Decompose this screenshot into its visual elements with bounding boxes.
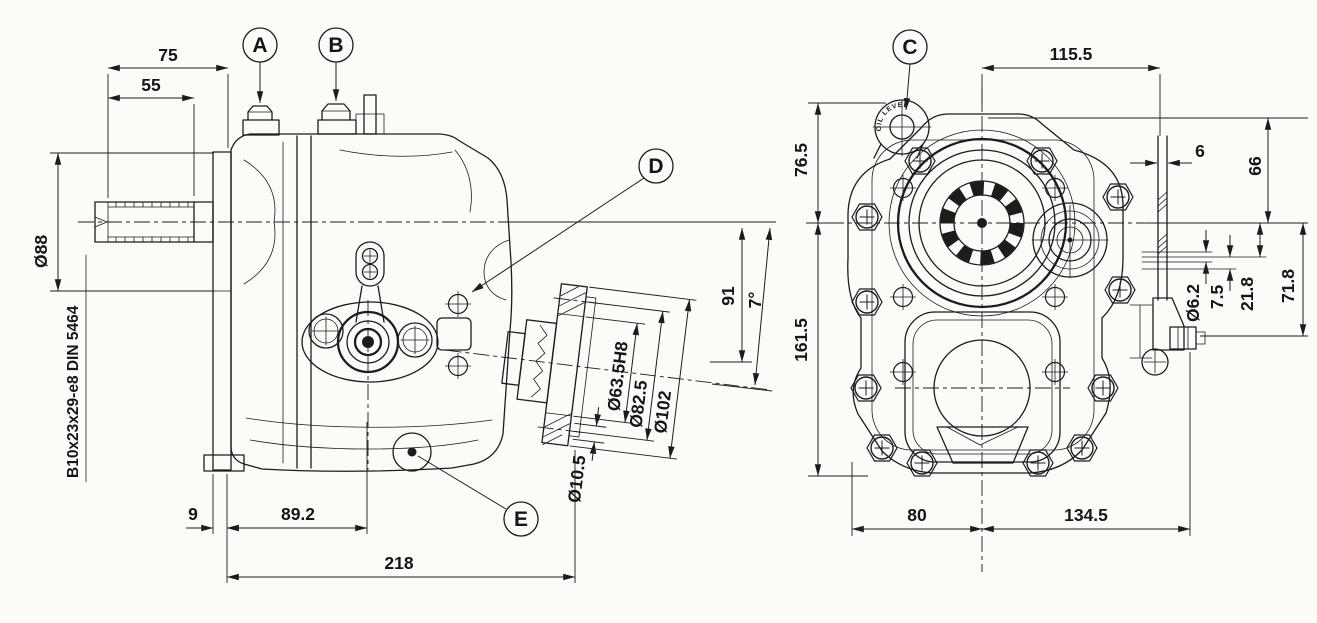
spline-spec-label: B10x23x29-e8 DIN 5464 [65,305,82,478]
dim-bottom-right-width: 134.5 [1064,505,1108,525]
dim-output-angle: 7° [745,292,765,309]
secondary-boss [1032,202,1108,278]
dim-total-left-height: 161.5 [791,318,811,362]
flange-holes [889,174,1069,386]
right-bolt [397,322,433,358]
dim-pin-spacing: 7.5 [1207,285,1227,310]
hex-bolt [866,434,898,462]
dim-shaft-flange-dia: Ø88 [31,235,51,268]
rear-housing [847,113,1124,474]
dim-top-width: 115.5 [1050,44,1093,64]
flange-dimensions: Ø63.5H8 Ø82.5 Ø102 Ø10.5 [564,286,697,504]
rear-dimensions: 115.5 6 66 76.5 161.5 80 134.5 Ø6.2 [791,44,1308,536]
shift-lever-side [1129,135,1267,376]
main-spline-bore [888,129,1076,317]
dim-shaft-length: 75 [158,45,178,65]
rear-view: OIL LEVEL [791,29,1308,572]
dim-top-height: 66 [1245,156,1265,176]
top-bolt-a [242,105,280,136]
hex-bolt [1104,276,1136,304]
dim-housing-offset: 9 [188,504,198,524]
dim-spline-length: 55 [141,75,161,95]
callout-b: B [318,27,354,102]
dim-flange-dia: Ø102 [650,389,675,434]
side-centerlines [78,221,776,470]
casting-contours [243,149,510,450]
hex-bolt [1087,374,1119,402]
dim-shaft-center-distance: 89.2 [281,504,315,524]
dim-pin-offset: 21.8 [1237,277,1257,311]
callout-d-label: D [648,155,663,178]
gear-housing [230,94,513,472]
dim-lever-hole-dia: Ø6.2 [1183,284,1203,322]
callout-d: D [471,148,674,293]
callout-b-label: B [328,34,343,57]
inspection-opening [904,311,1061,463]
shift-lever-assembly [301,241,472,383]
dim-lever-gap: 6 [1195,141,1205,161]
callout-e-label: E [514,508,528,531]
side-view: Ø63.5H8 Ø82.5 Ø102 Ø10.5 75 55 Ø88 B10x2… [31,27,776,583]
hex-bolt [1102,183,1134,211]
callout-c-label: C [902,36,917,59]
dim-flange-hole: Ø10.5 [564,454,590,504]
top-bolt-b [317,103,357,135]
hex-bolt [851,203,883,231]
dim-output-drop: 91 [718,286,738,306]
callout-c: C [892,29,928,111]
mounting-plate [203,151,245,472]
side-dimensions: 75 55 Ø88 B10x23x29-e8 DIN 5464 9 89.2 2… [31,45,773,583]
oil-level-cap: OIL LEVEL [872,99,932,159]
rear-centerlines [828,88,1308,572]
dim-bottom-left-width: 80 [907,505,927,525]
callout-a: A [242,27,278,104]
left-bolt [308,313,344,349]
dim-lever-length: 71.8 [1278,269,1298,303]
dim-upper-left-height: 76.5 [791,143,811,177]
output-flange-group: Ø63.5H8 Ø82.5 Ø102 Ø10.5 [445,283,771,504]
drain-plug [392,432,432,472]
dim-overall-length: 218 [384,553,413,573]
callout-e: E [417,455,539,537]
callout-a-label: A [252,34,267,57]
breather-fitting [355,94,385,135]
